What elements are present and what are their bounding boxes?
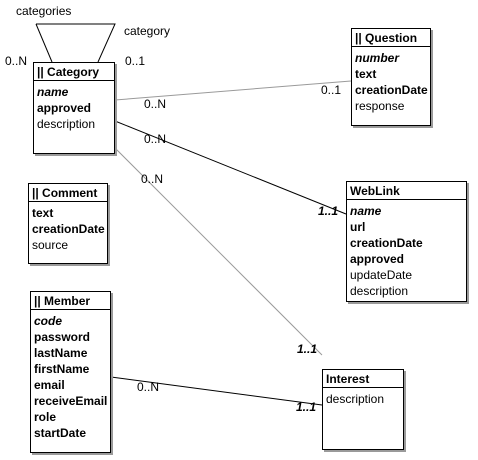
class-question-attr: number xyxy=(355,51,400,65)
mult-category-interest-target: 1..1 xyxy=(297,342,318,356)
mult-category-question-target: 0..1 xyxy=(321,83,342,97)
role-categories-label: categories xyxy=(16,4,72,18)
class-member-title: || Member xyxy=(31,292,110,310)
class-weblink-attr: description xyxy=(350,284,409,298)
class-member-attr: email xyxy=(34,378,65,392)
mult-member-interest-target: 1..1 xyxy=(296,400,317,414)
class-comment-attr: creationDate xyxy=(32,222,105,236)
assoc-member-interest xyxy=(110,376,323,406)
mult-category-interest-source: 0..N xyxy=(141,172,164,186)
class-category[interactable]: || Category name approved description xyxy=(33,62,115,154)
class-member[interactable]: || Member code password lastName firstNa… xyxy=(30,291,111,453)
class-question-title: || Question xyxy=(352,29,430,47)
class-comment-attr: source xyxy=(32,238,69,252)
class-interest-attr: description xyxy=(326,392,385,406)
role-category-label: category xyxy=(124,24,171,38)
class-question-attr: text xyxy=(355,67,377,81)
class-member-attr: password xyxy=(34,330,91,344)
class-weblink-attr: approved xyxy=(350,252,405,266)
class-comment-title: || Comment xyxy=(29,184,107,202)
class-member-attr: code xyxy=(34,314,63,328)
class-interest[interactable]: Interest description xyxy=(322,369,404,450)
self-association-left-edge xyxy=(35,23,53,63)
self-association-line xyxy=(36,23,116,63)
class-question-attr: creationDate xyxy=(355,83,428,97)
class-weblink-attr: url xyxy=(350,220,366,234)
class-category-attr: approved xyxy=(37,101,92,115)
self-mult-left: 0..N xyxy=(5,54,28,68)
assoc-category-question xyxy=(114,80,352,101)
mult-category-weblink-source: 0..N xyxy=(144,132,167,146)
class-comment-attr: text xyxy=(32,206,54,220)
class-weblink-attr: name xyxy=(350,204,382,218)
mult-category-question-source: 0..N xyxy=(144,97,167,111)
class-interest-title: Interest xyxy=(323,370,403,388)
self-mult-right: 0..1 xyxy=(125,54,146,68)
class-member-attr: receiveEmail xyxy=(34,394,108,408)
class-question[interactable]: || Question number text creationDate res… xyxy=(351,28,431,126)
class-member-attr: role xyxy=(34,410,57,424)
class-member-attr: firstName xyxy=(34,362,90,376)
class-weblink-attr: updateDate xyxy=(350,268,413,282)
class-member-attr: lastName xyxy=(34,346,88,360)
mult-member-interest-source: 0..N xyxy=(137,380,160,394)
mult-category-weblink-target: 1..1 xyxy=(318,204,339,218)
assoc-category-weblink xyxy=(114,120,347,215)
class-category-title: || Category xyxy=(34,63,114,81)
assoc-category-interest xyxy=(111,144,323,356)
class-category-attr: name xyxy=(37,85,69,99)
class-weblink[interactable]: WebLink name url creationDate approved u… xyxy=(346,181,467,302)
class-question-attr: response xyxy=(355,99,405,113)
class-weblink-attr: creationDate xyxy=(350,236,423,250)
class-member-attr: startDate xyxy=(34,426,87,440)
class-category-attr: description xyxy=(37,117,96,131)
class-comment[interactable]: || Comment text creationDate source xyxy=(28,183,108,264)
class-weblink-title: WebLink xyxy=(347,182,466,200)
